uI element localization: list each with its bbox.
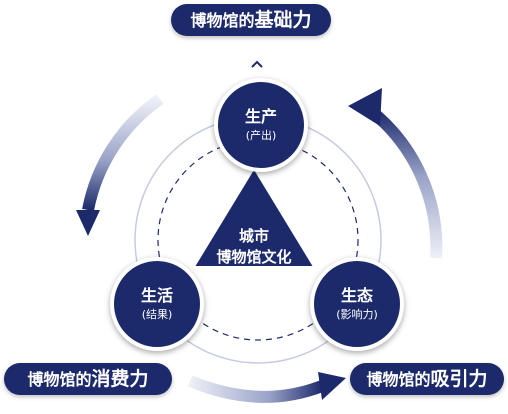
bottom-arc-arrow — [187, 375, 325, 403]
node-ecology-sub: (影响力) — [336, 308, 378, 321]
left-arc-arrow — [82, 94, 164, 212]
center-triangle — [190, 164, 318, 270]
inner-dashed-ring — [157, 139, 359, 341]
node-ecology-title: 生态 — [340, 286, 373, 305]
left-label-prefix: 博物馆的 — [27, 370, 92, 389]
right-label-key: 吸引力 — [430, 368, 488, 390]
node-life-sub: (结果) — [141, 308, 173, 321]
top-chevron-icon — [251, 60, 263, 68]
left-label-key: 消费力 — [91, 368, 149, 390]
right-label-attraction-power: 博物馆的吸引力 — [350, 363, 504, 395]
left-arrowhead — [76, 210, 100, 236]
center-label-line1: 城市 — [238, 227, 269, 245]
right-label-prefix: 博物馆的 — [366, 370, 431, 389]
top-label-prefix: 博物馆的 — [190, 11, 255, 30]
node-production-title: 生产 — [244, 107, 277, 126]
node-life: 生活 (结果) — [110, 257, 204, 351]
right-arc-arrow — [366, 105, 443, 259]
node-ecology: 生态 (影响力) — [310, 257, 404, 351]
left-label-consumption-power: 博物馆的消费力 — [4, 363, 172, 395]
node-production: 生产 (产出) — [214, 78, 308, 172]
right-arrowhead — [348, 88, 382, 126]
center-label: 城市 博物馆文化 — [204, 226, 304, 268]
center-label-line2: 博物馆文化 — [216, 248, 292, 266]
top-label-key: 基础力 — [254, 9, 312, 31]
top-label-basic-power: 博物馆的基础力 — [171, 4, 331, 36]
node-production-sub: (产出) — [245, 129, 277, 142]
bottom-arrowhead — [318, 372, 346, 400]
node-life-title: 生活 — [140, 286, 173, 305]
